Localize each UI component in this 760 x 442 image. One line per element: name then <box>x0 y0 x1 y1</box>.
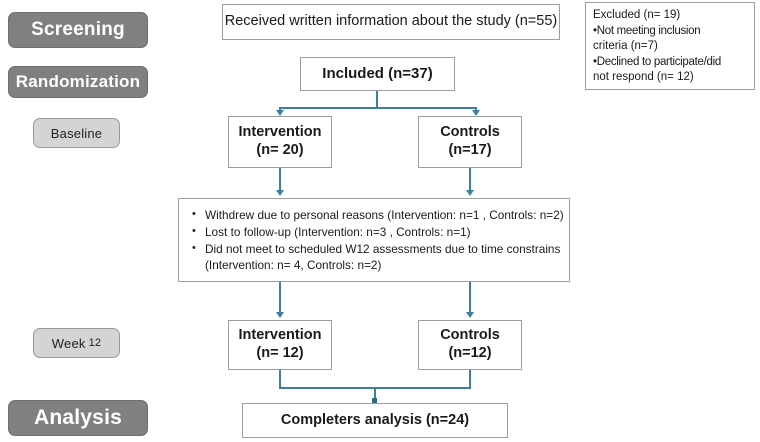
connector-attrition-to-intervention-week12 <box>279 282 281 314</box>
stage-label-screening-text: Screening <box>31 19 125 40</box>
attrition-item-3-continued: (Intervention: n= 4, Controls: n=2) <box>205 258 382 273</box>
node-intervention-baseline-line1: Intervention <box>238 124 322 141</box>
stage-label-analysis-text: Analysis <box>34 406 122 429</box>
node-controls-week12: Controls (n=12) <box>418 320 522 370</box>
node-completers-text: Completers analysis (n=24) <box>280 411 470 428</box>
node-included: Included (n=37) <box>300 57 455 91</box>
node-intervention-week12: Intervention (n= 12) <box>228 320 332 370</box>
arrowhead-to-completers <box>372 398 377 403</box>
node-intervention-week12-line1: Intervention <box>238 327 322 344</box>
excluded-reason-2-continued: not respond (n= 12) <box>593 71 694 84</box>
stage-label-analysis: Analysis <box>8 400 148 436</box>
connector-controls-week12-down <box>469 370 471 388</box>
node-received-text: Received written information about the s… <box>224 13 558 30</box>
connector-intervention-to-attrition <box>279 168 281 192</box>
connector-attrition-to-controls-week12 <box>469 282 471 314</box>
arrowhead-intervention-to-attrition <box>276 190 284 196</box>
node-completers-analysis: Completers analysis (n=24) <box>242 403 508 438</box>
connector-merge-to-completers <box>374 387 376 401</box>
arrowhead-to-intervention-baseline <box>276 110 284 116</box>
excluded-reason-2: •Declined to participate/did <box>593 55 721 68</box>
excluded-reason-1-continued: criteria (n=7) <box>593 40 658 53</box>
node-controls-week12-line2: (n=12) <box>448 345 492 361</box>
attrition-item-2: Lost to follow-up (Intervention: n=3 , C… <box>192 224 573 241</box>
stage-label-screening: Screening <box>8 12 148 48</box>
stage-label-week12-text: Week <box>51 335 86 351</box>
node-controls-baseline-line1: Controls <box>440 124 500 141</box>
connector-controls-to-attrition <box>469 168 471 192</box>
arrowhead-to-controls-week12 <box>466 312 474 318</box>
excluded-heading: Excluded (n= 19) <box>593 9 681 21</box>
node-received-written-information: Received written information about the s… <box>222 4 560 40</box>
node-controls-baseline-line2: (n=17) <box>448 142 492 158</box>
node-intervention-week12-line2: (n= 12) <box>256 345 304 361</box>
excluded-reason-1: •Not meeting inclusion <box>593 24 701 37</box>
node-excluded: Excluded (n= 19) •Not meeting inclusion … <box>585 2 755 90</box>
arrowhead-to-intervention-week12 <box>276 312 284 318</box>
node-intervention-baseline-line2: (n= 20) <box>256 142 304 158</box>
node-attrition-reasons: Withdrew due to personal reasons (Interv… <box>178 198 570 282</box>
connector-included-down <box>376 91 378 109</box>
connector-split-horizontal <box>279 107 477 109</box>
stage-label-week12-number: 12 <box>88 337 102 349</box>
stage-label-baseline: Baseline <box>33 118 120 148</box>
node-controls-baseline: Controls (n=17) <box>418 116 522 168</box>
arrowhead-controls-to-attrition <box>466 190 474 196</box>
stage-label-randomization-text: Randomization <box>15 72 141 91</box>
node-included-text: Included (n=37) <box>322 64 433 82</box>
stage-label-baseline-text: Baseline <box>50 125 103 141</box>
stage-label-randomization: Randomization <box>8 66 148 98</box>
node-controls-week12-line1: Controls <box>440 327 500 344</box>
attrition-item-1: Withdrew due to personal reasons (Interv… <box>192 207 573 224</box>
connector-intervention-week12-down <box>279 370 281 388</box>
node-intervention-baseline: Intervention (n= 20) <box>228 116 332 168</box>
arrowhead-to-controls-baseline <box>472 110 480 116</box>
attrition-item-3: Did not meet to scheduled W12 assessment… <box>192 241 573 275</box>
